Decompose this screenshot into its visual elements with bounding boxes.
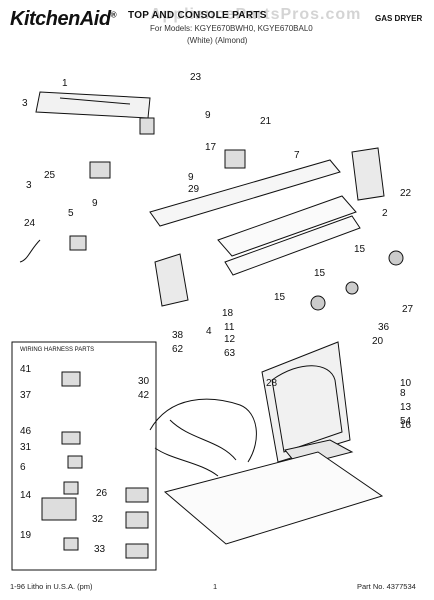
knob-1 — [388, 250, 404, 266]
callout-label: 9 — [188, 172, 194, 183]
callout-label: 9 — [92, 198, 98, 209]
part-ignitor-bracket — [89, 161, 111, 179]
part-console-panel — [217, 195, 357, 257]
callout-label: 4 — [206, 326, 212, 337]
callout-label: 2 — [382, 208, 388, 219]
knob-2 — [310, 295, 326, 311]
callout-label: 11 — [224, 322, 235, 333]
callout-label: 15 — [354, 244, 366, 255]
callout-label: 8 — [400, 388, 406, 399]
footer-page-number: 1 — [213, 582, 218, 591]
callout-label: 27 — [402, 304, 414, 315]
callout-label: 22 — [400, 188, 412, 199]
callout-label: 63 — [224, 348, 236, 359]
brand-mark: ® — [110, 10, 117, 20]
part-top-plate — [163, 451, 384, 545]
callout-label: 13 — [400, 402, 412, 413]
part-end-cap-right — [351, 147, 385, 201]
part-switch — [224, 149, 246, 169]
part-console-base — [149, 159, 341, 227]
callout-label: 15 — [314, 268, 326, 279]
appliance-type: GAS DRYER — [375, 14, 423, 23]
callout-label: 46 — [20, 426, 32, 437]
callout-label: 30 — [138, 376, 150, 387]
model-line: For Models: KGYE670BWH0, KGYE670BAL0 — [150, 24, 313, 33]
knob-3 — [345, 281, 359, 295]
footer-litho: 1-96 Litho in U.S.A. (pm) — [10, 582, 93, 591]
part-end-cap-left — [154, 253, 189, 307]
callout-label: 18 — [222, 308, 234, 319]
callout-label: 42 — [138, 390, 150, 401]
callout-label: 5 — [68, 208, 74, 219]
watermark-text: AppliancePartsPros.com — [150, 6, 362, 23]
callout-label: 38 — [172, 330, 184, 341]
part-back-panel — [261, 341, 351, 463]
callout-label: 41 — [20, 364, 32, 375]
callout-label: 33 — [94, 544, 106, 555]
callout-label: 16 — [400, 420, 412, 431]
callout-label: 12 — [224, 334, 236, 345]
color-variants: (White) (Almond) — [187, 36, 248, 45]
callout-label: 36 — [378, 322, 390, 333]
callout-label: 32 — [92, 514, 104, 525]
callout-label: 37 — [20, 390, 32, 401]
callout-label: 9 — [205, 110, 211, 121]
callout-label: 19 — [20, 530, 32, 541]
page-title: TOP AND CONSOLE PARTS — [128, 10, 267, 21]
callout-label: 14 — [20, 490, 32, 501]
callout-label: 1 — [62, 78, 68, 89]
wiring-box-title: WIRING HARNESS PARTS — [20, 347, 94, 353]
callout-label: 20 — [372, 336, 384, 347]
callout-label: 54 — [400, 416, 412, 427]
part-terminal-block — [69, 235, 87, 251]
callout-label: 62 — [172, 344, 184, 355]
wiring-box — [11, 341, 157, 571]
callout-label: 7 — [294, 150, 300, 161]
callout-label: 24 — [24, 218, 36, 229]
callout-label: 3 — [22, 98, 28, 109]
part-wiring-harness — [149, 398, 257, 477]
callout-label: 17 — [205, 142, 217, 153]
part-top-rail — [35, 91, 151, 119]
footer-part-number: Part No. 4377534 — [357, 582, 416, 591]
callout-label: 15 — [274, 292, 286, 303]
part-power-cord — [19, 239, 41, 263]
callout-label: 23 — [190, 72, 202, 83]
callout-label: 21 — [260, 116, 272, 127]
callout-label: 10 — [400, 378, 412, 389]
callout-label: 29 — [188, 184, 200, 195]
callout-label: 6 — [20, 462, 26, 473]
brand-name: KitchenAid — [10, 8, 111, 30]
callout-label: 3 — [26, 180, 32, 191]
brand-logo: KitchenAid® — [10, 8, 117, 31]
callout-label: 28 — [266, 378, 278, 389]
callout-label: 31 — [20, 442, 32, 453]
callout-label: 25 — [44, 170, 56, 181]
part-timer — [139, 117, 155, 135]
callout-label: 26 — [96, 488, 108, 499]
